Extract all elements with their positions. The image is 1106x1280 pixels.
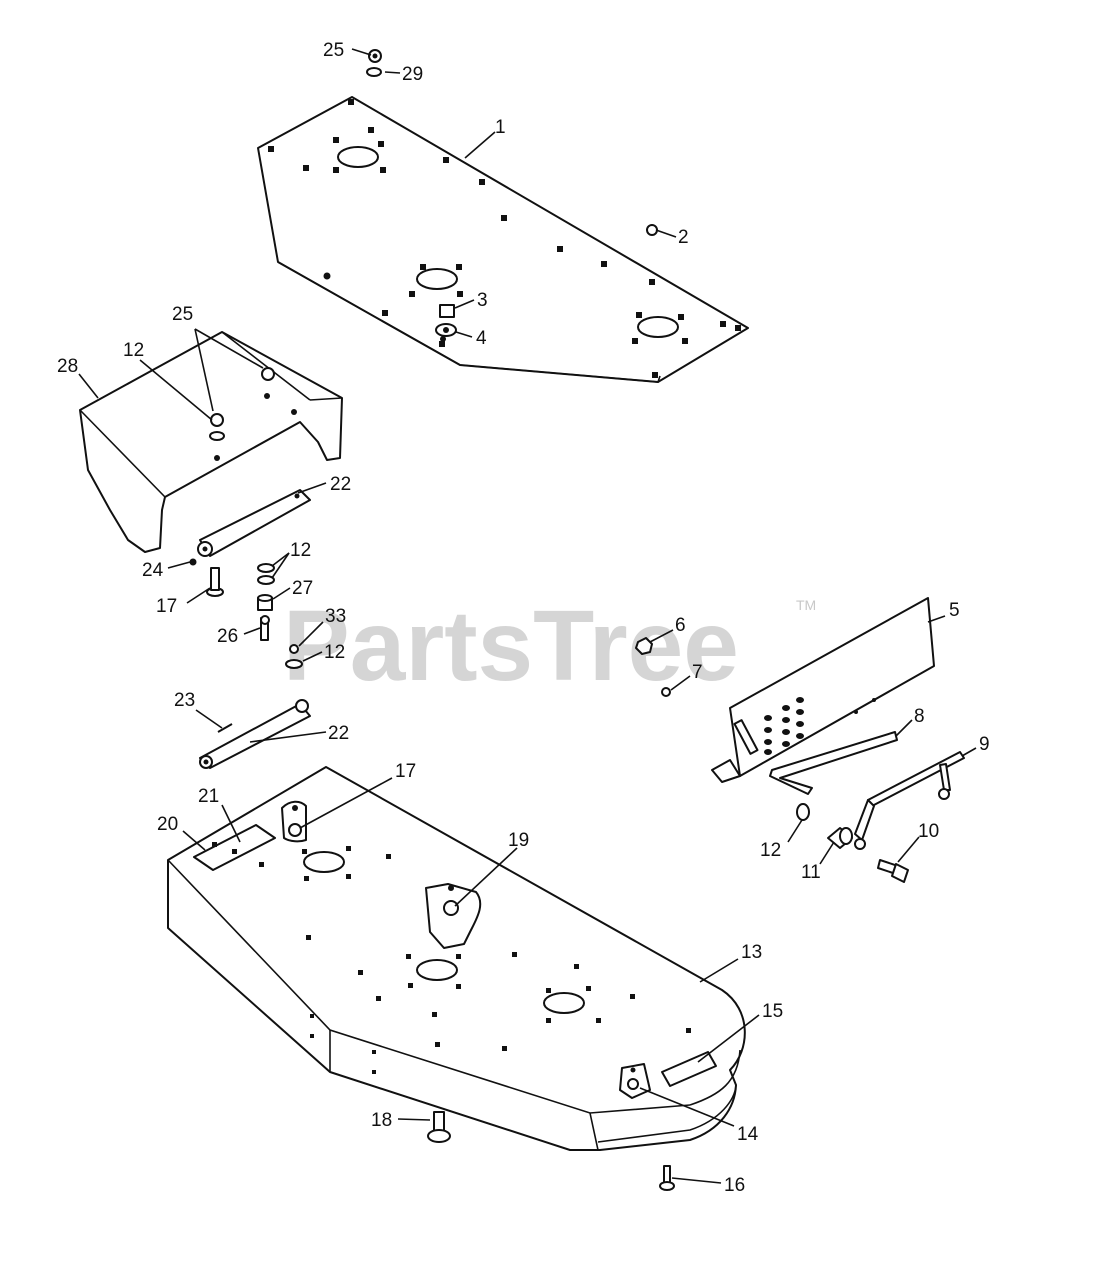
mount-14 [619, 1063, 651, 1099]
callout-19: 19 [508, 830, 529, 851]
callout-6: 6 [675, 615, 686, 636]
callout-12-right: 12 [760, 840, 781, 861]
bolt-3-washer-4 [435, 304, 457, 337]
callout-15: 15 [762, 1001, 783, 1022]
nut-6 [635, 637, 653, 655]
shield-cover [79, 331, 343, 553]
bolt-10 [877, 859, 909, 883]
callout-22-lower: 22 [328, 723, 349, 744]
bolt-26 [260, 615, 270, 625]
callout-23: 23 [174, 690, 195, 711]
callout-16: 16 [724, 1175, 745, 1196]
washer-12-right [796, 803, 810, 821]
callout-12-shield: 12 [123, 340, 144, 361]
callout-10: 10 [918, 821, 939, 842]
mount-17-deck [281, 800, 307, 843]
callout-8: 8 [914, 706, 925, 727]
callout-2: 2 [678, 227, 689, 248]
callout-labels: 25 29 1 2 3 4 25 12 28 22 12 24 17 27 26… [57, 40, 990, 1196]
callout-5: 5 [949, 600, 960, 621]
bolt-17-upper [210, 567, 220, 591]
callout-3: 3 [477, 290, 488, 311]
callout-27: 27 [292, 578, 313, 599]
callout-12-lower: 12 [324, 642, 345, 663]
callout-24: 24 [142, 560, 164, 581]
callout-22-upper: 22 [330, 474, 351, 495]
callout-1: 1 [495, 117, 506, 138]
callout-20: 20 [157, 814, 178, 835]
callout-13: 13 [741, 942, 762, 963]
link-22-upper [197, 489, 311, 557]
bracket-5 [711, 597, 935, 783]
callout-4: 4 [476, 328, 487, 349]
callout-26: 26 [217, 626, 238, 647]
callout-14: 14 [737, 1124, 759, 1145]
callout-17-deck: 17 [395, 761, 416, 782]
callout-25-top: 25 [323, 40, 344, 61]
callout-17-upper: 17 [156, 596, 177, 617]
callout-25-shield: 25 [172, 304, 193, 325]
callout-33: 33 [325, 606, 346, 627]
watermark-text: PartsTree [283, 590, 739, 702]
leader-lines [78, 48, 977, 1184]
bolt-16 [659, 1165, 675, 1191]
top-plate [257, 96, 749, 383]
callout-28: 28 [57, 356, 78, 377]
callout-18: 18 [371, 1110, 392, 1131]
nut-25-top [366, 49, 382, 77]
callout-29: 29 [402, 64, 423, 85]
link-22-lower [199, 699, 311, 769]
callout-12-stack: 12 [290, 540, 311, 561]
rod-8 [769, 731, 898, 795]
callout-7: 7 [692, 662, 703, 683]
nut-7 [661, 687, 671, 697]
mount-19 [425, 883, 482, 949]
callout-9: 9 [979, 734, 990, 755]
nut-2 [646, 224, 658, 236]
watermark-trademark: TM [796, 597, 816, 613]
callout-11: 11 [801, 862, 821, 883]
bolt-18 [427, 1111, 451, 1143]
callout-21: 21 [198, 786, 219, 807]
mower-deck [167, 766, 746, 1151]
lever-9 [854, 751, 965, 850]
